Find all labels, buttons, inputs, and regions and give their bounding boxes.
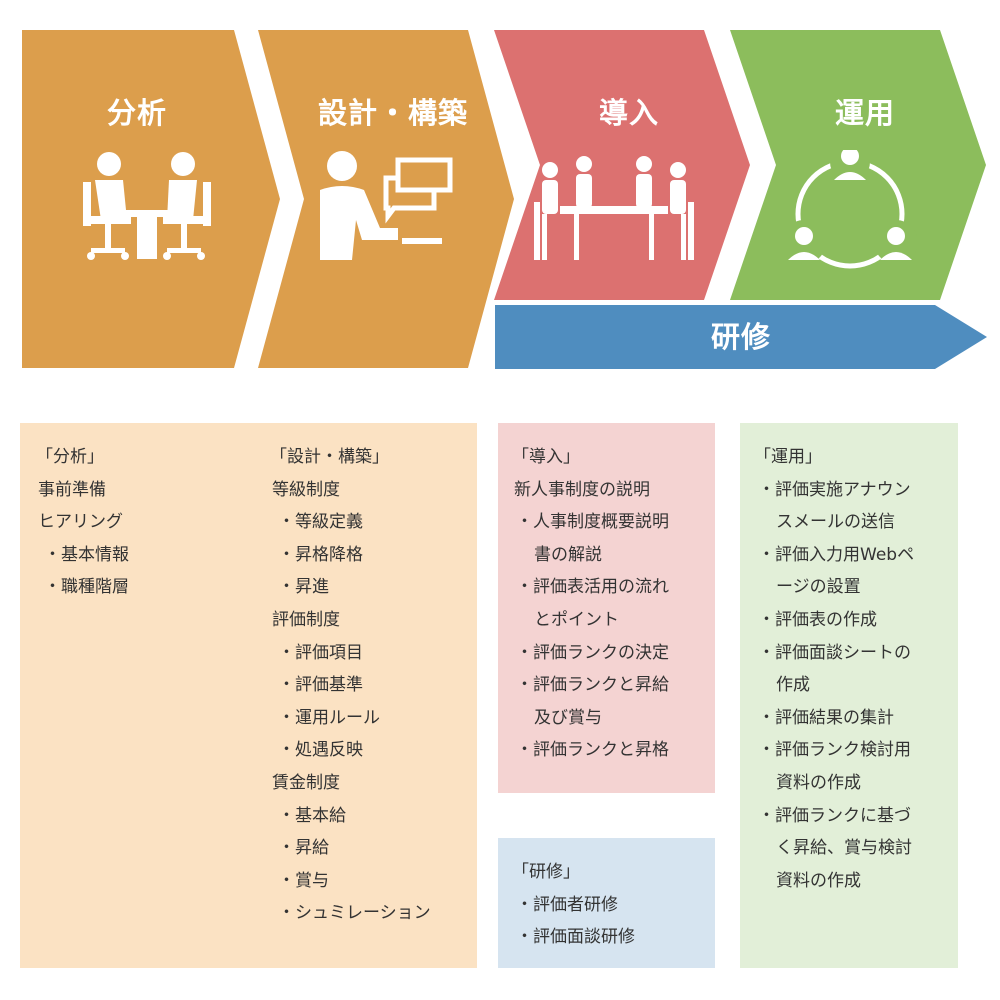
panel-analysis-design xyxy=(20,423,477,968)
operation-line: 作成 xyxy=(776,675,810,696)
operation-line: ・評価ランクに基づ xyxy=(758,805,911,826)
design-line: ・賞与 xyxy=(278,870,329,891)
intro-line: ・評価ランクの決定 xyxy=(516,642,669,663)
operation-line: ・評価表の作成 xyxy=(758,609,877,630)
phase-title-intro: 導入 xyxy=(598,96,659,130)
design-list: 「設計・構築」 等級制度 ・等級定義 ・昇格降格 ・昇進 評価制度 ・評価項目 … xyxy=(270,441,431,930)
operation-line: ・評価ランク検討用 xyxy=(758,740,911,761)
phase-operation: 運用 xyxy=(730,30,1000,300)
design-line: ・評価基準 xyxy=(278,675,363,696)
design-line: ・基本給 xyxy=(278,805,346,826)
design-line: ・等級定義 xyxy=(278,512,363,533)
analysis-list: 「分析」 事前準備 ヒアリング ・基本情報 ・職種階層 xyxy=(36,441,129,604)
training-line: ・評価面談研修 xyxy=(516,927,635,948)
phase-title-analysis: 分析 xyxy=(106,96,167,130)
training-heading: 「研修」 xyxy=(512,862,580,882)
phase-analysis: 分析 xyxy=(22,30,292,368)
analysis-line: ・職種階層 xyxy=(44,577,129,598)
panel-training xyxy=(498,838,715,968)
analysis-line: ヒアリング xyxy=(38,512,123,533)
operation-line: ージの設置 xyxy=(776,577,861,598)
analysis-line: 事前準備 xyxy=(38,479,106,500)
analysis-heading: 「分析」 xyxy=(36,447,104,467)
operation-line: スメールの送信 xyxy=(776,512,895,533)
operation-line: 資料の作成 xyxy=(776,870,861,891)
design-line: 評価制度 xyxy=(272,609,340,630)
design-heading: 「設計・構築」 xyxy=(270,447,389,467)
operation-line: ・評価実施アナウン xyxy=(758,479,911,500)
group-table-meeting-icon xyxy=(534,156,694,260)
operation-line: ・評価結果の集計 xyxy=(758,707,894,728)
intro-line: ・評価ランクと昇格 xyxy=(516,740,669,761)
intro-line: とポイント xyxy=(534,609,619,630)
phase-analysis-shape xyxy=(22,30,280,368)
design-line: 等級制度 xyxy=(272,479,340,500)
panel-intro xyxy=(498,423,715,793)
two-people-meeting-icon xyxy=(83,152,211,260)
phase-design: 設計・構築 xyxy=(258,30,528,368)
training-line: ・評価者研修 xyxy=(516,894,618,915)
operation-line: 資料の作成 xyxy=(776,772,861,793)
intro-list: 「導入」 新人事制度の説明 ・人事制度概要説明 書の解説 ・評価表活用の流れ と… xyxy=(512,441,669,767)
intro-line: 及び賞与 xyxy=(534,707,602,728)
design-line: ・運用ルール xyxy=(278,707,380,728)
people-cycle-icon xyxy=(782,150,918,269)
intro-line: ・評価表活用の流れ xyxy=(516,577,669,598)
intro-line: 新人事制度の説明 xyxy=(514,479,650,500)
design-line: ・シュミレーション xyxy=(278,903,431,924)
design-line: ・処遇反映 xyxy=(278,740,363,761)
design-line: 賃金制度 xyxy=(272,772,340,793)
intro-line: ・評価ランクと昇給 xyxy=(516,675,669,696)
phase-title-design: 設計・構築 xyxy=(317,96,468,130)
panel-operation xyxy=(740,423,958,968)
design-line: ・昇進 xyxy=(278,577,329,598)
training-arrow xyxy=(495,305,987,369)
training-title: 研修 xyxy=(710,320,771,354)
intro-line: ・人事制度概要説明 xyxy=(516,512,669,533)
intro-heading: 「導入」 xyxy=(512,447,580,467)
operation-line: ・評価入力用Webペ xyxy=(758,544,915,565)
person-computer-chat-icon xyxy=(320,151,453,260)
phase-title-operation: 運用 xyxy=(834,96,895,130)
phase-intro: 導入 xyxy=(494,30,764,300)
intro-line: 書の解説 xyxy=(534,544,602,565)
design-line: ・昇給 xyxy=(278,838,329,859)
analysis-line: ・基本情報 xyxy=(44,544,129,565)
training-list: 「研修」 ・評価者研修 ・評価面談研修 xyxy=(512,856,635,954)
operation-list: 「運用」 ・評価実施アナウン スメールの送信 ・評価入力用Webペ ージの設置 … xyxy=(754,441,914,897)
design-line: ・昇格降格 xyxy=(278,544,363,565)
operation-line: ・評価面談シートの xyxy=(758,642,911,663)
operation-line: く昇給、賞与検討 xyxy=(776,838,912,859)
operation-heading: 「運用」 xyxy=(754,447,822,467)
design-line: ・評価項目 xyxy=(278,642,363,663)
